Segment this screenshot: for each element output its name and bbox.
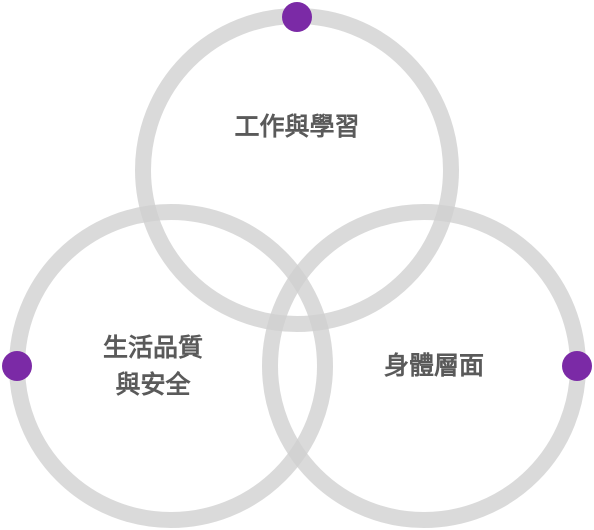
venn-rings [9,8,586,528]
circle-quality-safety-label-line-1: 生活品質 [103,333,203,362]
venn-dots [2,2,592,381]
venn-labels: 工作與學習 生活品質 與安全 身體層面 [103,112,484,399]
circle-quality-safety-label-line-2: 與安全 [115,370,191,399]
circle-quality-safety-dot [2,351,32,381]
circle-work-learning-label: 工作與學習 [234,112,359,141]
circle-physical-label: 身體層面 [384,351,484,380]
circle-physical-dot [562,351,592,381]
circle-work-learning-dot [282,2,312,32]
